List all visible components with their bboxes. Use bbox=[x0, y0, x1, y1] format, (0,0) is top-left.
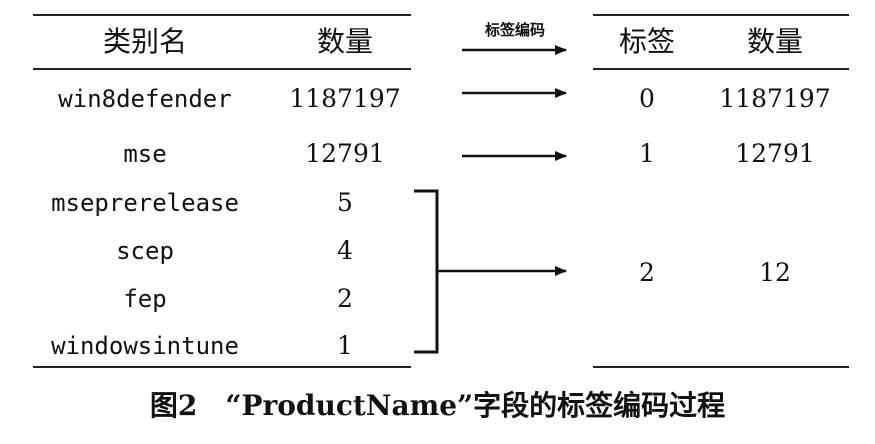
category-count-cell: 1187197 bbox=[289, 84, 401, 113]
category-count-cell: 12791 bbox=[305, 139, 385, 168]
category-name-cell: windowsintune bbox=[51, 332, 239, 360]
encoded-label-cell: 2 bbox=[639, 258, 655, 287]
left-table-top-rule bbox=[33, 14, 411, 16]
left-table-header-rule bbox=[33, 68, 411, 70]
category-name-cell: win8defender bbox=[58, 85, 232, 113]
header-label: 标签 bbox=[618, 25, 675, 58]
encoding-arrow-label: 标签编码 bbox=[484, 21, 545, 39]
category-count-cell: 4 bbox=[337, 236, 353, 265]
encoded-count-cell: 1187197 bbox=[719, 84, 831, 113]
encoded-label-cell: 0 bbox=[639, 84, 655, 113]
category-count-cell: 2 bbox=[337, 284, 353, 313]
right-table-bottom-rule bbox=[593, 366, 849, 368]
figure-caption: 图2 “ProductName”字段的标签编码过程 bbox=[149, 389, 726, 422]
grouping-bracket bbox=[414, 189, 439, 354]
header-left-count: 数量 bbox=[316, 25, 373, 58]
category-count-cell: 5 bbox=[337, 188, 353, 217]
right-table-header-rule bbox=[593, 68, 849, 70]
header-category-name: 类别名 bbox=[102, 25, 187, 58]
left-table-bottom-rule bbox=[33, 366, 411, 368]
category-name-cell: fep bbox=[123, 285, 167, 313]
right-table-top-rule bbox=[593, 14, 849, 16]
encoded-count-cell: 12791 bbox=[735, 139, 815, 168]
header-right-count: 数量 bbox=[746, 25, 803, 58]
category-count-cell: 1 bbox=[337, 331, 353, 360]
category-name-cell: mse bbox=[123, 140, 167, 168]
category-name-cell: scep bbox=[116, 237, 174, 265]
encoded-count-cell: 12 bbox=[759, 258, 791, 287]
encoded-label-cell: 1 bbox=[639, 139, 655, 168]
category-name-cell: mseprerelease bbox=[51, 189, 239, 217]
